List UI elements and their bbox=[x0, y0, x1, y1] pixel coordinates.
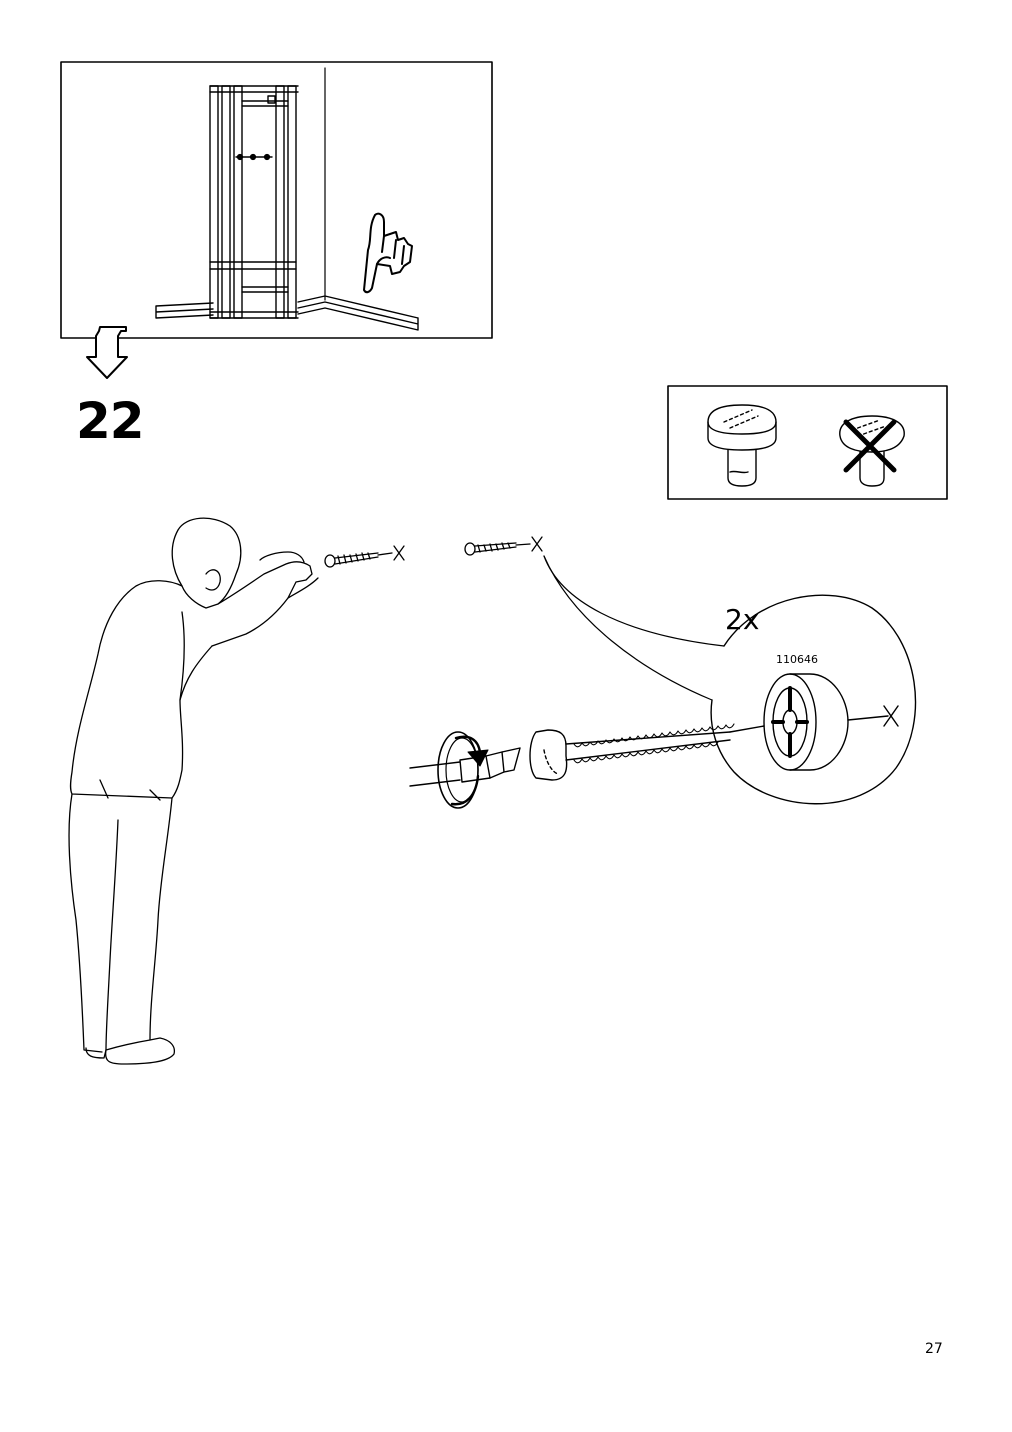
screw-quantity: 2x bbox=[725, 603, 760, 636]
wall-plug-icon bbox=[763, 673, 849, 771]
wall-screw bbox=[464, 536, 725, 701]
incorrect-screw-head-icon bbox=[839, 415, 905, 487]
part-number: 110646 bbox=[776, 653, 818, 666]
screwdriver-icon bbox=[409, 747, 521, 787]
long-screw bbox=[529, 723, 765, 781]
down-arrow-icon bbox=[86, 326, 128, 379]
step-number: 22 bbox=[76, 392, 145, 450]
page-number: 27 bbox=[925, 1341, 943, 1357]
hand-pointing-icon bbox=[363, 212, 413, 294]
screw-head-comparison bbox=[667, 385, 948, 500]
wardrobe-corner-icon bbox=[209, 85, 299, 319]
zoom-callout bbox=[710, 594, 917, 805]
person-drilling-icon bbox=[68, 517, 319, 1065]
rotation-arrow-icon bbox=[437, 731, 489, 809]
reference-panel bbox=[60, 61, 493, 379]
correct-screw-head-icon bbox=[707, 404, 777, 487]
held-screw bbox=[324, 545, 405, 568]
